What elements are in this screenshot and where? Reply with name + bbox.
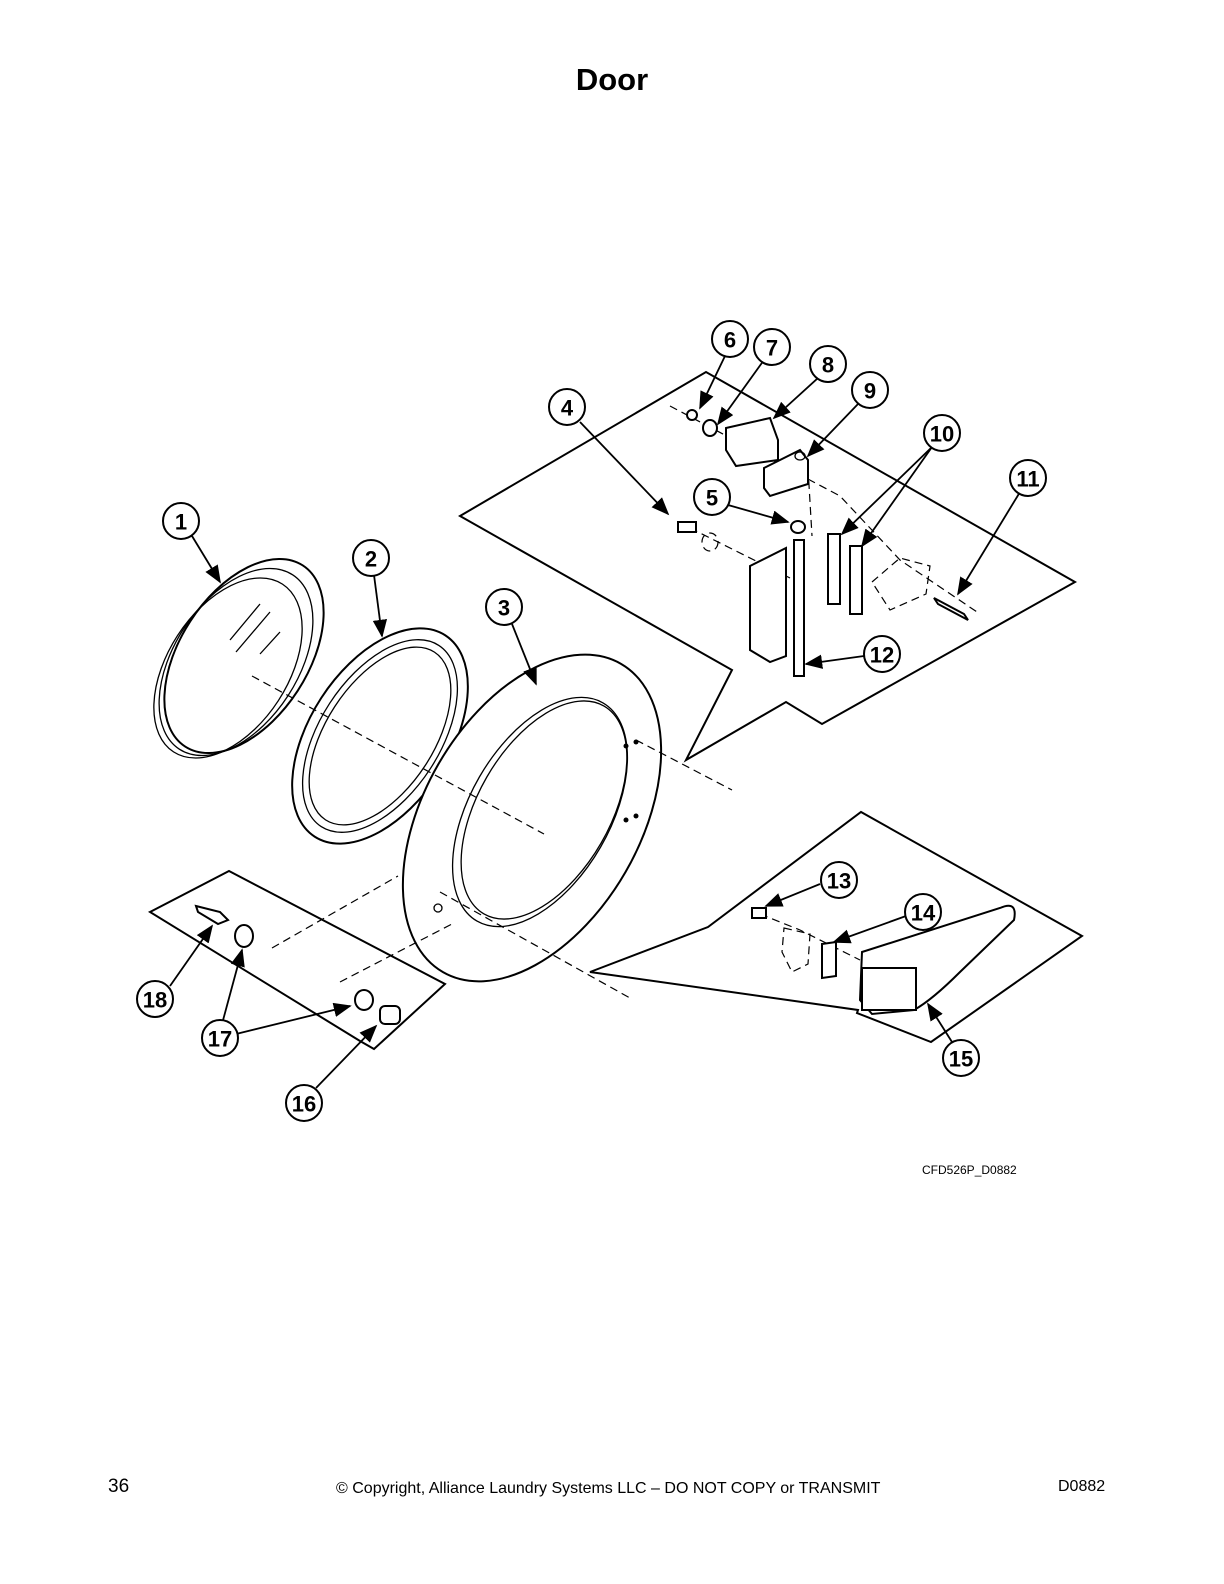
- page-number: 36: [108, 1476, 130, 1497]
- svg-text:4: 4: [561, 396, 574, 421]
- callout-3: 3: [485, 588, 523, 626]
- svg-text:15: 15: [949, 1047, 973, 1072]
- svg-text:9: 9: [864, 379, 876, 404]
- svg-text:14: 14: [911, 901, 936, 926]
- hinge-assembly: [669, 405, 981, 677]
- figure-reference: CFD526P_D0882: [922, 1163, 1017, 1177]
- callout-4: 4: [548, 388, 586, 426]
- copyright-notice: © Copyright, Alliance Laundry Systems LL…: [336, 1480, 881, 1497]
- hinge-detail-panel: [457, 370, 1078, 763]
- callout-18: 18: [136, 980, 174, 1018]
- handle-assembly: [751, 904, 1016, 1016]
- svg-text:6: 6: [724, 328, 736, 353]
- document-code: D0882: [1058, 1478, 1106, 1495]
- callout-1: 1: [162, 502, 200, 540]
- callout-15: 15: [942, 1039, 980, 1077]
- callout-8: 8: [809, 345, 847, 383]
- callout-9: 9: [851, 371, 889, 409]
- page-title: Door: [575, 62, 649, 97]
- callout-13: 13: [820, 861, 858, 899]
- svg-text:16: 16: [292, 1092, 316, 1117]
- handle-detail-panel: [589, 810, 1084, 1044]
- svg-text:1: 1: [175, 510, 187, 535]
- svg-text:10: 10: [930, 422, 954, 447]
- svg-text:13: 13: [827, 869, 851, 894]
- callout-7: 7: [753, 328, 791, 366]
- svg-text:3: 3: [498, 596, 510, 621]
- callout-11: 11: [1009, 459, 1047, 497]
- callout-6: 6: [711, 320, 749, 358]
- svg-text:17: 17: [208, 1027, 232, 1052]
- door-glass: [153, 557, 325, 759]
- svg-text:7: 7: [766, 336, 778, 361]
- door-ring: [401, 653, 663, 983]
- callout-14: 14: [904, 893, 942, 931]
- callout-12: 12: [863, 635, 901, 673]
- svg-text:11: 11: [1016, 467, 1039, 492]
- svg-text:5: 5: [706, 486, 718, 511]
- hardware-parts: [194, 904, 401, 1025]
- svg-text:8: 8: [822, 353, 834, 378]
- callout-2: 2: [352, 539, 390, 577]
- svg-text:12: 12: [870, 643, 894, 668]
- callout-5: 5: [693, 478, 731, 516]
- callout-16: 16: [285, 1084, 323, 1122]
- hardware-detail-panel: [147, 869, 447, 1051]
- callout-17: 17: [201, 1019, 239, 1057]
- svg-text:18: 18: [143, 988, 167, 1013]
- svg-text:2: 2: [365, 547, 377, 572]
- callout-10: 10: [923, 414, 961, 452]
